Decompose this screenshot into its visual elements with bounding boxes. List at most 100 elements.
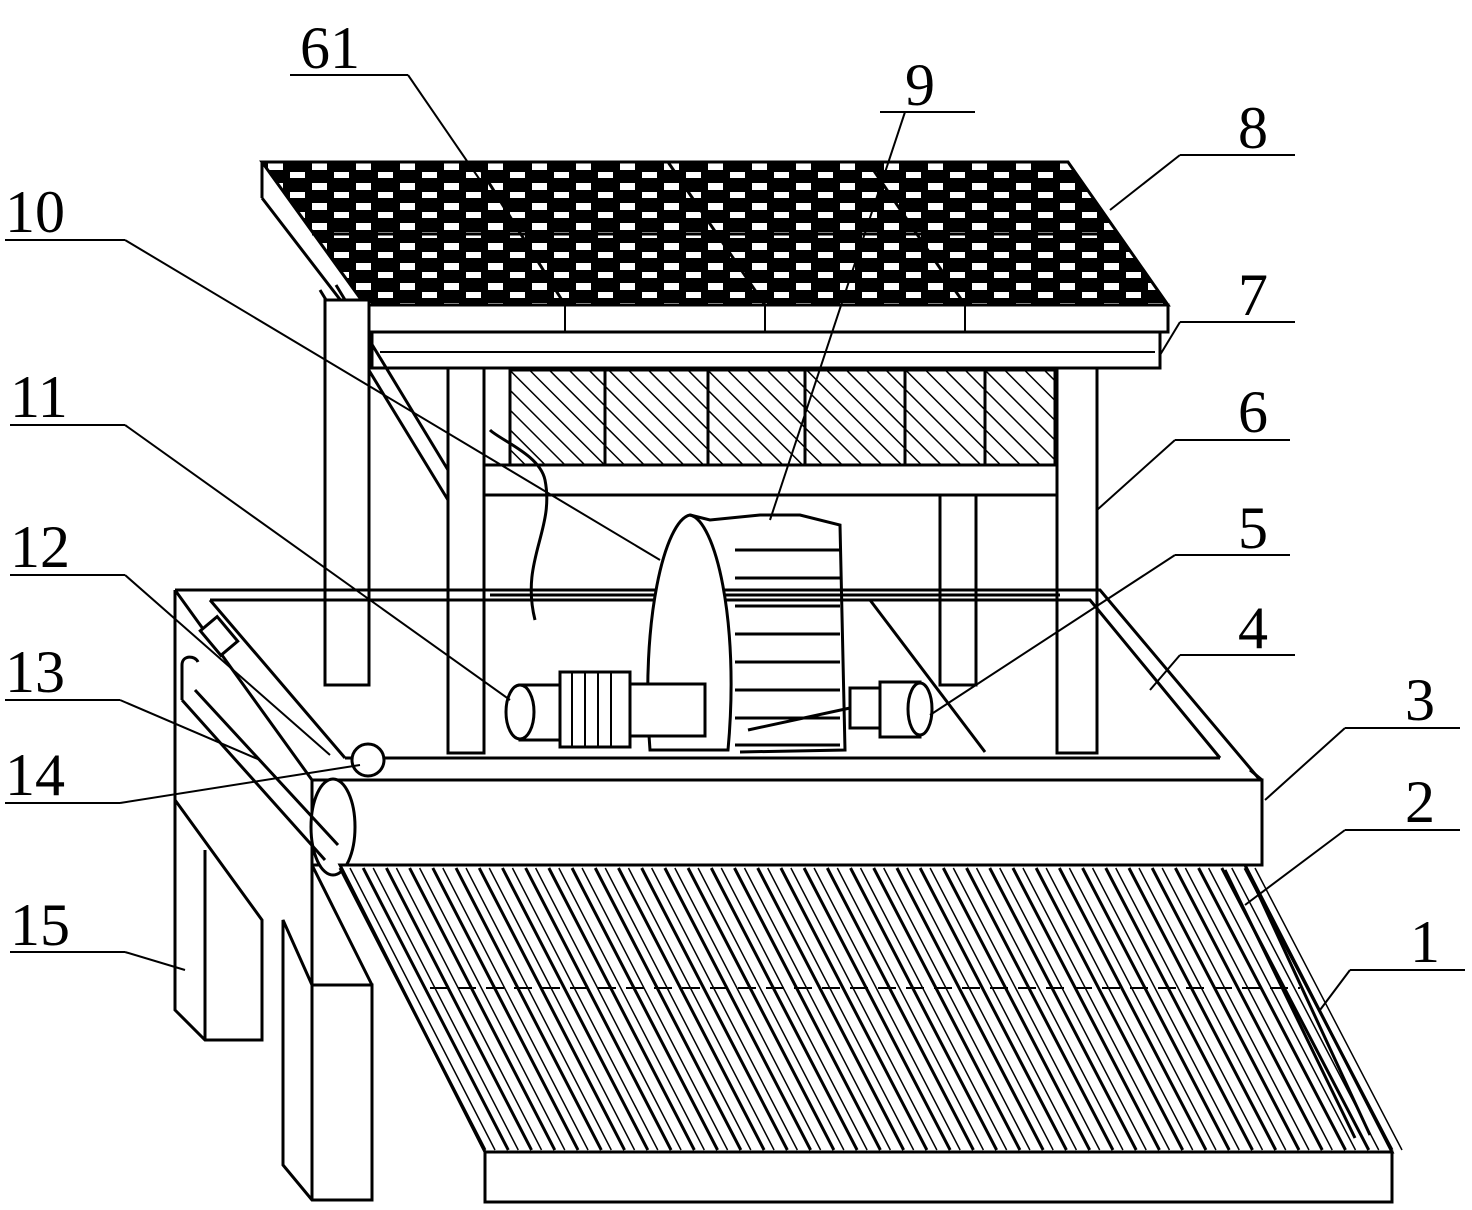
conveyor-roller-edge [767, 867, 915, 1151]
label-11: 11 [10, 364, 68, 430]
conveyor-roller-edge [929, 867, 1078, 1151]
conveyor-roller [872, 867, 1022, 1151]
conveyor-roller-edge [697, 867, 845, 1151]
conveyor-roller-edge [1068, 867, 1217, 1151]
conveyor-roller-edge [488, 867, 636, 1151]
conveyor-roller [431, 867, 580, 1151]
conveyor-roller-edge [743, 867, 892, 1151]
conveyor-roller [1081, 867, 1231, 1151]
conveyor-rollers [338, 867, 1403, 1151]
conveyor-roller-edge [836, 867, 985, 1151]
conveyor-roller [1104, 867, 1254, 1151]
conveyor-roller-edge [1184, 867, 1333, 1151]
label-5: 5 [1238, 495, 1268, 561]
conveyor-roller [1150, 867, 1301, 1151]
conveyor-roller-edge [790, 867, 938, 1151]
conveyor-roller [338, 867, 487, 1151]
conveyor-roller-edge [1207, 867, 1357, 1151]
conveyor-roller [1174, 867, 1324, 1151]
conveyor-roller-edge [511, 867, 659, 1151]
conveyor-roller [988, 867, 1138, 1151]
label-1: 1 [1410, 909, 1440, 975]
label-8: 8 [1238, 95, 1268, 161]
conveyor-roller-edge [720, 867, 868, 1151]
conveyor-roller [640, 867, 789, 1151]
conveyor-roller [1127, 867, 1278, 1151]
conveyor-roller [733, 867, 882, 1151]
conveyor-roller [686, 867, 836, 1151]
conveyor-roller-edge [558, 867, 705, 1151]
label-4: 4 [1238, 595, 1268, 661]
conveyor-roller [849, 867, 998, 1151]
conveyor-roller-edge [372, 867, 519, 1151]
conveyor-roller-edge [883, 867, 1031, 1151]
conveyor-roller-edge [1254, 867, 1403, 1151]
drive-motor [488, 428, 707, 749]
conveyor-roller [709, 867, 859, 1151]
conveyor-roller-edge [534, 867, 682, 1151]
conveyor-roller [942, 867, 1091, 1151]
conveyor-roller-edge [442, 867, 589, 1151]
label-61: 61 [300, 15, 360, 81]
conveyor-roller-edge [349, 867, 496, 1151]
label-2: 2 [1405, 769, 1435, 835]
label-6: 6 [1238, 379, 1268, 445]
conveyor-roller [361, 867, 510, 1151]
part-labels: 61 9 8 10 7 11 6 12 5 4 13 3 14 2 15 1 [5, 15, 1440, 975]
label-3: 3 [1405, 667, 1435, 733]
conveyor-roller [501, 867, 650, 1151]
label-12: 12 [10, 514, 70, 580]
conveyor-roller [965, 867, 1115, 1151]
conveyor-roller-edge [813, 867, 961, 1151]
conveyor-roller-edge [1022, 867, 1171, 1151]
label-14: 14 [5, 742, 65, 808]
conveyor-roller-edge [395, 867, 543, 1151]
conveyor-roller [918, 867, 1068, 1151]
conveyor-roller-edge [975, 867, 1124, 1151]
support-posts [323, 298, 1099, 755]
conveyor-roller-edge [1115, 867, 1264, 1151]
conveyor-roller [779, 867, 929, 1151]
leader-lines [5, 74, 1465, 1011]
conveyor-roller [570, 867, 719, 1151]
conveyor-roller [385, 867, 533, 1151]
secondary-motor [747, 599, 987, 753]
conveyor-roller-edge [465, 867, 612, 1151]
label-10: 10 [5, 179, 65, 245]
label-13: 13 [5, 639, 65, 705]
conveyor-roller-edge [1138, 867, 1287, 1151]
conveyor-roller [408, 867, 557, 1151]
conveyor-roller [454, 867, 603, 1151]
battery-pack [508, 368, 1057, 467]
conveyor-roller [1197, 867, 1347, 1151]
conveyor-roller-edge [674, 867, 822, 1151]
conveyor-roller [1034, 867, 1185, 1151]
conveyor-roller-edge [906, 867, 1054, 1151]
conveyor-roller-edge [1091, 867, 1240, 1151]
conveyor-roller-edge [651, 867, 798, 1151]
conveyor-roller-edge [604, 867, 752, 1151]
conveyor-roller [825, 867, 975, 1151]
front-beam [309, 768, 1264, 877]
conveyor-roller-edge [952, 867, 1101, 1151]
conveyor-roller-edge [1161, 867, 1310, 1151]
conveyor-roller [593, 867, 743, 1151]
conveyor-roller [1011, 867, 1161, 1151]
conveyor-roller [477, 867, 626, 1151]
label-9: 9 [905, 52, 935, 118]
handle-lever [180, 614, 386, 861]
conveyor-roller-edge [581, 867, 729, 1151]
label-15: 15 [10, 892, 70, 958]
conveyor-roller [663, 867, 812, 1151]
machine-base [173, 588, 1262, 1010]
conveyor-roller-edge [418, 867, 566, 1151]
solar-panel-roof [259, 160, 1171, 334]
conveyor-roller [617, 867, 766, 1151]
conveyor-roller [524, 867, 673, 1151]
conveyor-roller [1058, 867, 1208, 1151]
conveyor-roller-edge [859, 867, 1008, 1151]
label-7: 7 [1238, 262, 1268, 328]
base-legs [173, 795, 374, 1202]
conveyor-roller [802, 867, 952, 1151]
